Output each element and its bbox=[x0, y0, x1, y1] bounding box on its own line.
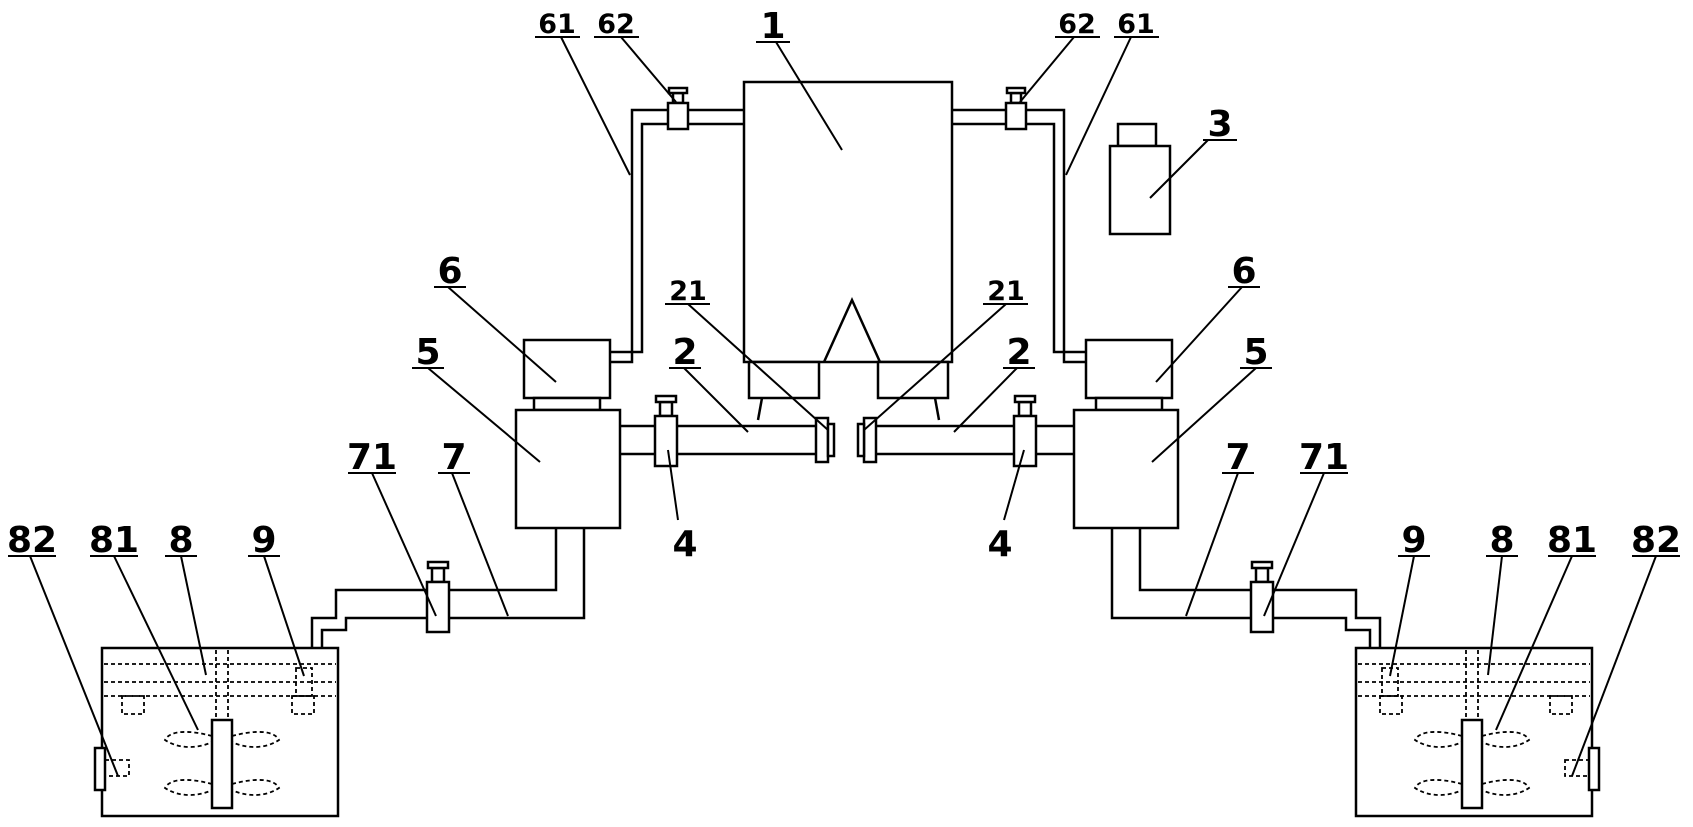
bottom-pipe-right bbox=[1110, 528, 1382, 668]
label-82-right: 82 bbox=[1631, 520, 1681, 561]
unit-left bbox=[514, 338, 622, 530]
label-81-right: 81 bbox=[1547, 520, 1597, 561]
pipe-flanges bbox=[814, 416, 878, 464]
label-4-right: 4 bbox=[987, 524, 1012, 565]
middle-valve-left bbox=[653, 394, 679, 468]
label-6-right: 6 bbox=[1231, 251, 1256, 292]
labels: 1 61 62 62 61 3 6 6 5 5 21 21 2 2 4 4 71… bbox=[7, 6, 1681, 565]
label-62-left: 62 bbox=[597, 9, 635, 40]
label-71-left: 71 bbox=[347, 437, 397, 478]
label-1: 1 bbox=[760, 6, 785, 47]
control-box bbox=[1108, 122, 1172, 236]
label-61-left: 61 bbox=[538, 9, 576, 40]
middle-pipe-right bbox=[876, 424, 1074, 456]
label-81-left: 81 bbox=[89, 520, 139, 561]
label-5-right: 5 bbox=[1243, 332, 1268, 373]
top-valve-right bbox=[1004, 86, 1028, 131]
main-tank bbox=[742, 80, 954, 421]
bottom-valve-left bbox=[425, 560, 451, 634]
label-21-left: 21 bbox=[669, 276, 707, 307]
label-2-right: 2 bbox=[1006, 332, 1031, 373]
leader-lines bbox=[8, 36, 1680, 777]
label-8-right: 8 bbox=[1489, 520, 1514, 561]
label-6-left: 6 bbox=[437, 251, 462, 292]
label-4-left: 4 bbox=[672, 524, 697, 565]
mixing-tank-left bbox=[93, 646, 340, 818]
middle-valve-right bbox=[1012, 394, 1038, 468]
label-71-right: 71 bbox=[1299, 437, 1349, 478]
middle-pipe-left bbox=[620, 424, 816, 456]
top-pipe-right bbox=[952, 108, 1088, 364]
label-62-right: 62 bbox=[1058, 9, 1096, 40]
label-82-left: 82 bbox=[7, 520, 57, 561]
label-5-left: 5 bbox=[415, 332, 440, 373]
top-valve-left bbox=[666, 86, 690, 131]
bottom-pipe-left bbox=[310, 528, 586, 668]
top-pipe-left bbox=[608, 108, 744, 364]
mixing-tank-right-internals bbox=[1358, 650, 1590, 796]
unit-right bbox=[1072, 338, 1180, 530]
label-9-left: 9 bbox=[251, 520, 276, 561]
label-8-left: 8 bbox=[168, 520, 193, 561]
label-7-right: 7 bbox=[1225, 437, 1250, 478]
label-61-right: 61 bbox=[1117, 9, 1155, 40]
label-7-left: 7 bbox=[441, 437, 466, 478]
label-3: 3 bbox=[1207, 104, 1232, 145]
label-9-right: 9 bbox=[1401, 520, 1426, 561]
mixing-tank-right bbox=[1354, 646, 1601, 818]
bottom-valve-right bbox=[1249, 560, 1275, 634]
label-21-right: 21 bbox=[987, 276, 1025, 307]
label-2-left: 2 bbox=[672, 332, 697, 373]
